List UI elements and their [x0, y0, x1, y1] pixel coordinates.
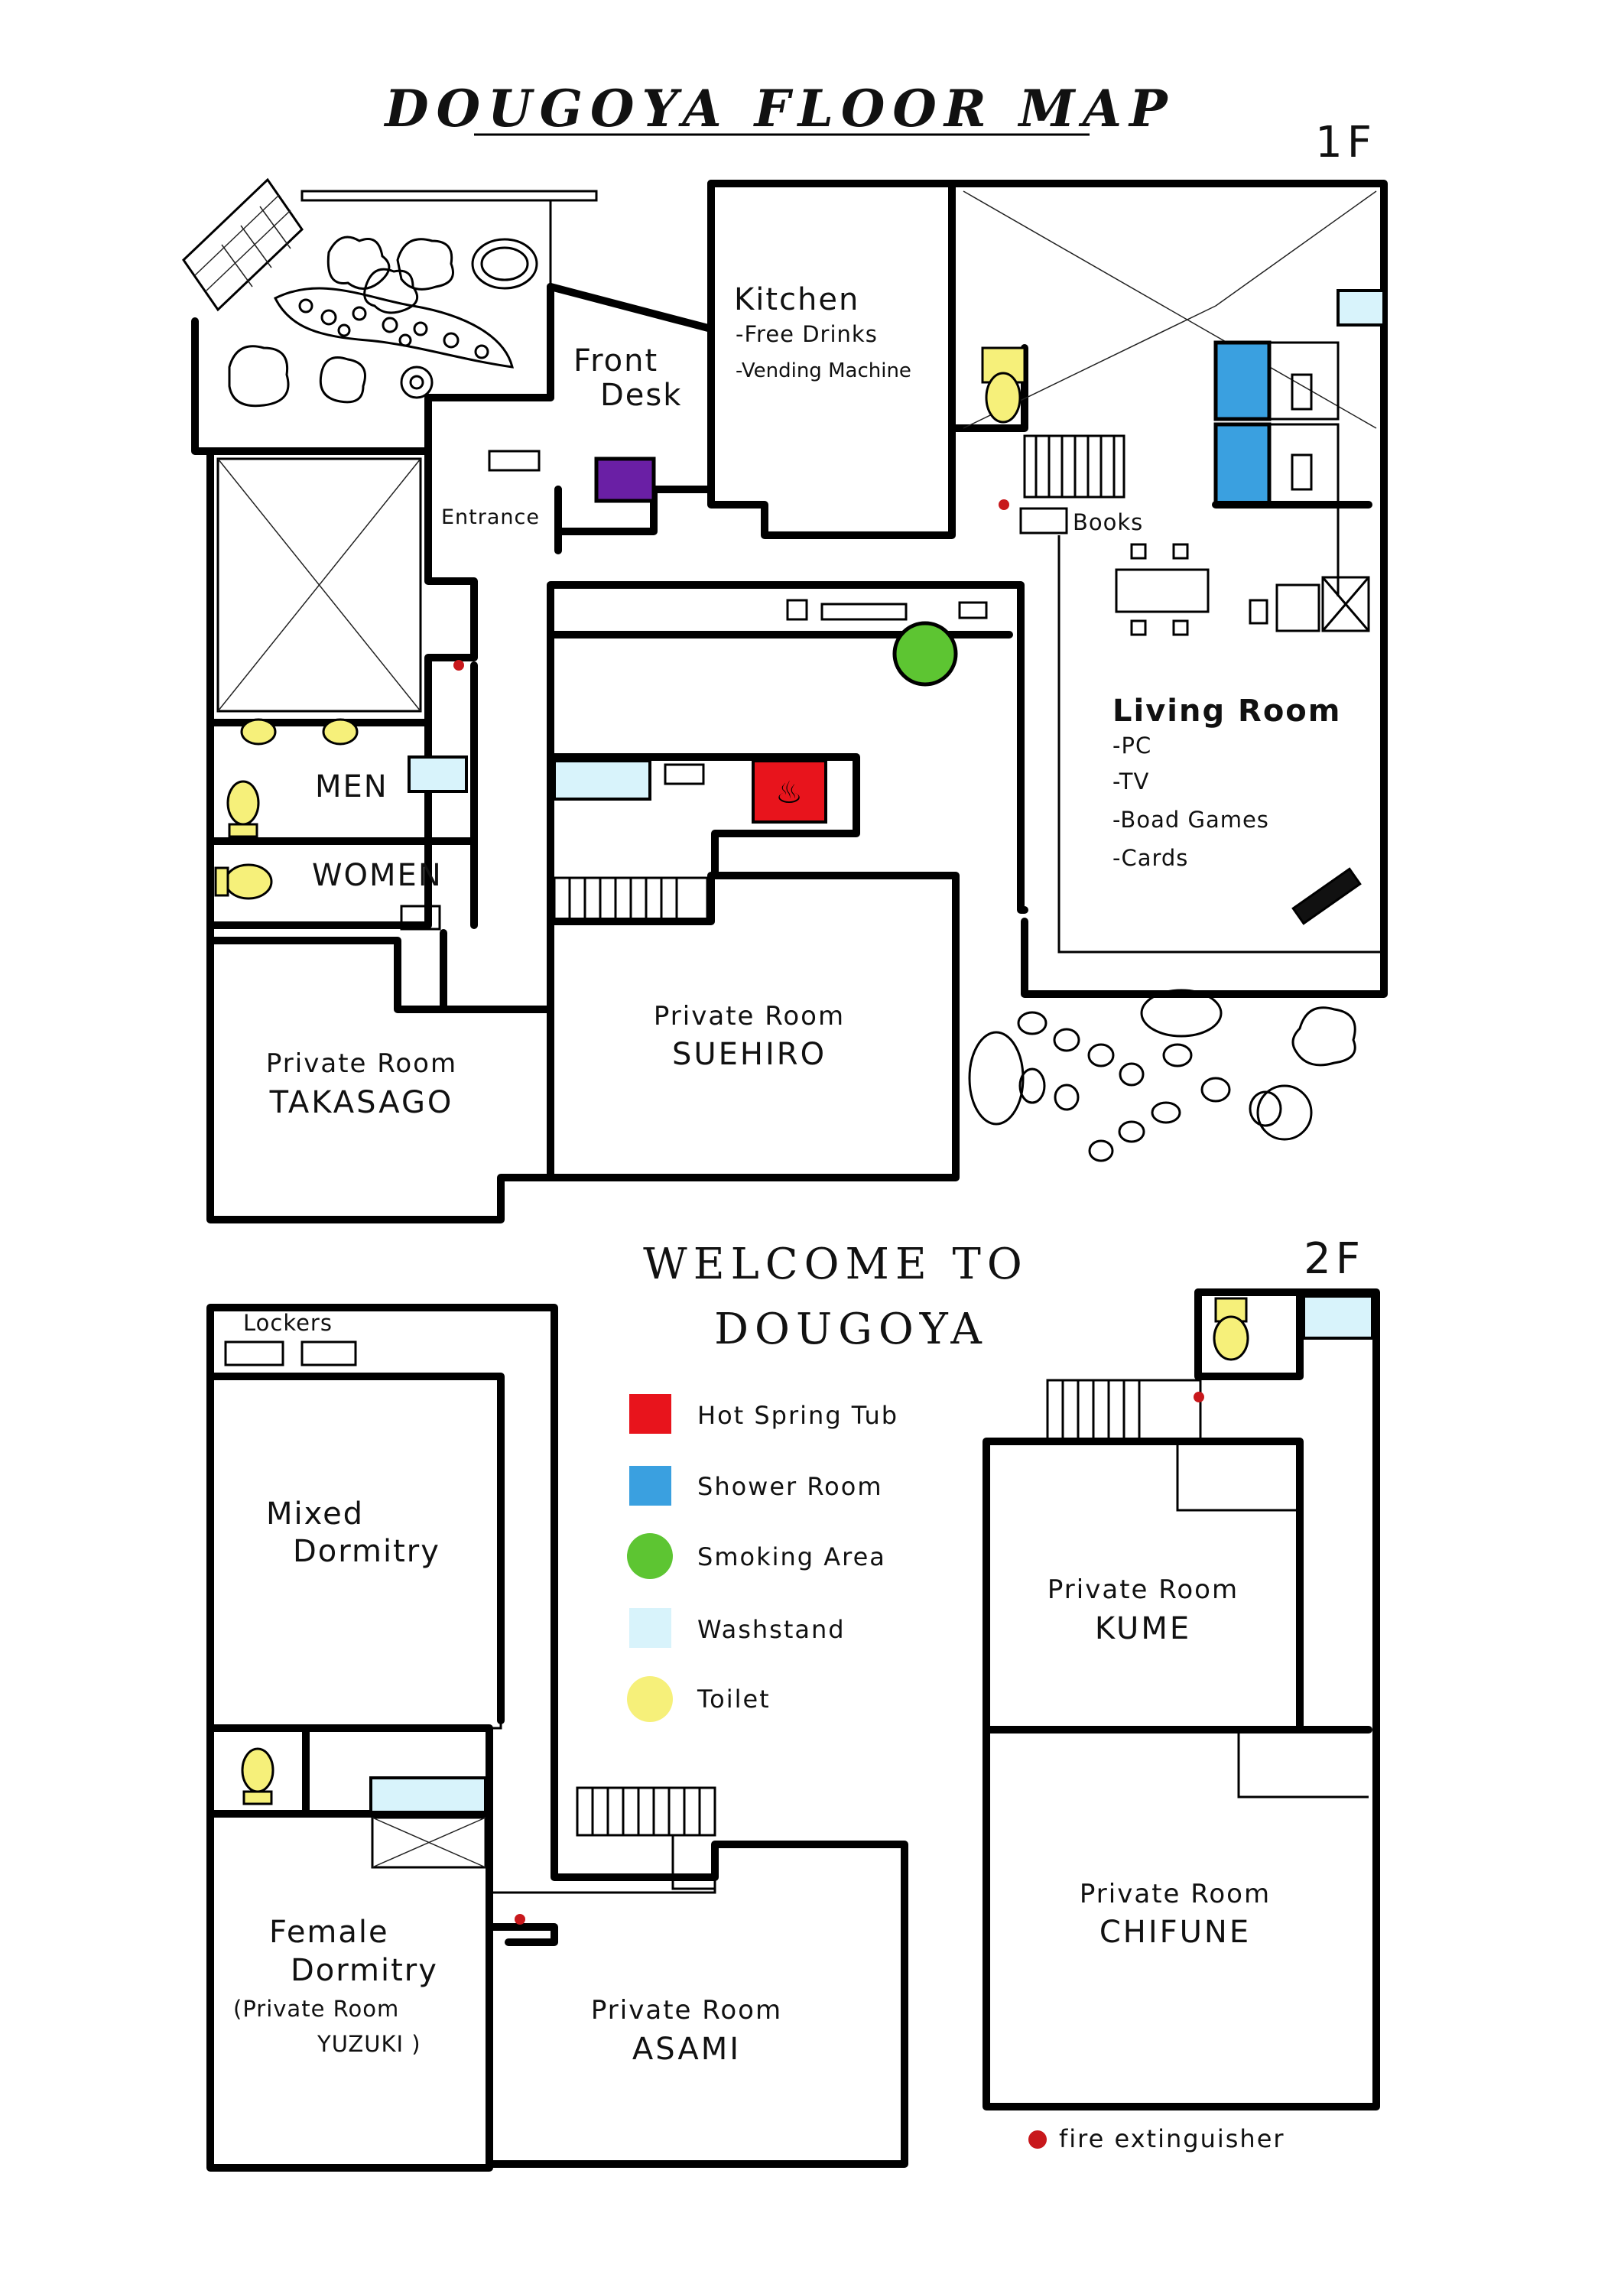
- room-type-label: Private Room: [1080, 1879, 1271, 1909]
- legend-label: Hot Spring Tub: [697, 1401, 898, 1430]
- legend-label: Smoking Area: [697, 1542, 886, 1571]
- lockers-label: Lockers: [243, 1310, 333, 1336]
- legend: Hot Spring Tub Shower Room Smoking Area …: [627, 1394, 898, 1722]
- room-kume-label: KUME: [1095, 1611, 1191, 1646]
- mixed-dormitory-label: Dormitry: [293, 1534, 440, 1569]
- shower-icon: [1213, 422, 1272, 507]
- entrance-label: Entrance: [441, 505, 540, 529]
- women-label: WOMEN: [312, 858, 443, 893]
- pc-icon: [1275, 583, 1320, 632]
- floor-2f-left-walls: [206, 1304, 908, 2172]
- front-desk-label: Desk: [600, 378, 682, 413]
- garden-bridge-icon: [182, 177, 304, 312]
- vending-machine-icon: [594, 457, 656, 503]
- room-type-label: Private Room: [1047, 1574, 1239, 1605]
- shower-icon: [1213, 340, 1272, 421]
- table-icon: [1115, 568, 1210, 613]
- fire-extinguisher-legend-label: fire extinguisher: [1059, 2124, 1285, 2153]
- welcome-line: WELCOME TO: [643, 1240, 1028, 1289]
- garden-stream-icon: [273, 287, 514, 369]
- legend-label: Shower Room: [697, 1472, 882, 1501]
- floor-2f-label: 2F: [1304, 1234, 1365, 1284]
- fire-extinguisher-marker: [1194, 1392, 1204, 1402]
- legend-swatch-hot-spring-tub: [629, 1394, 671, 1434]
- garden-stone-icon: [1256, 1084, 1313, 1141]
- washstand-icon: [408, 755, 468, 793]
- room-asami-label: ASAMI: [632, 2032, 741, 2067]
- garden-tree-icon: [1291, 1006, 1356, 1067]
- toilets-1f: [214, 346, 1026, 900]
- garden-tree-icon: [228, 236, 454, 408]
- onsen-symbol-icon: ♨: [775, 775, 803, 811]
- kitchen-label: Kitchen: [734, 282, 859, 317]
- legend-label: Washstand: [697, 1615, 846, 1644]
- kitchen-item: -Vending Machine: [736, 359, 911, 382]
- void-area-2f: [371, 1816, 487, 1869]
- fire-extinguisher-legend-dot: [1028, 2130, 1047, 2149]
- room-type-label: Private Room: [266, 1048, 457, 1079]
- map-title: DOUGOYA FLOOR MAP: [383, 79, 1174, 138]
- toilet-icon: [240, 718, 277, 746]
- legend-label: Toilet: [697, 1685, 771, 1714]
- floor-1f-walls: [206, 180, 1388, 1223]
- garden-lantern-icon: [400, 366, 434, 399]
- female-dormitory-label: Female: [269, 1915, 389, 1950]
- toilet-icon: [1213, 1297, 1249, 1361]
- fire-extinguisher-marker: [453, 660, 464, 671]
- bath-fixtures: [488, 450, 988, 785]
- living-room-item: -PC: [1112, 733, 1151, 759]
- fire-extinguisher-marker: [999, 499, 1009, 510]
- living-room-item: -TV: [1112, 768, 1149, 794]
- living-room-item: -Cards: [1112, 845, 1188, 871]
- legend-swatch-washstand: [629, 1608, 671, 1648]
- room-chifune-label: CHIFUNE: [1099, 1915, 1251, 1950]
- stairs-1f: [553, 434, 1125, 924]
- legend-swatch-shower-room: [629, 1466, 671, 1506]
- tv-icon: [1291, 867, 1362, 925]
- garden-pond-icon: [471, 238, 538, 290]
- mixed-dormitory-label: Mixed: [266, 1496, 364, 1532]
- hot-spring-tub-icon: [752, 759, 827, 824]
- washstand-icon: [553, 759, 651, 801]
- female-dormitory-label: Dormitry: [291, 1953, 438, 1988]
- toilet-icon: [226, 780, 260, 838]
- washstands-1f: [400, 755, 651, 931]
- welcome-line: DOUGOYA: [714, 1305, 988, 1354]
- smoking-area-icon: [892, 621, 958, 687]
- front-desk-label: Front: [573, 343, 658, 379]
- toilet-icon: [322, 718, 359, 746]
- floor-1f-label: 1F: [1315, 118, 1376, 167]
- shower-room-1f: [1212, 289, 1385, 596]
- legend-swatch-smoking-area: [627, 1533, 673, 1579]
- toilet-icon: [214, 863, 273, 900]
- kitchen-item: -Free Drinks: [736, 321, 878, 347]
- lockers: [224, 1340, 357, 1366]
- men-label: MEN: [315, 769, 388, 804]
- stepping-stones: [968, 989, 1282, 1162]
- floor-2f-right-walls: [983, 1288, 1380, 2110]
- garden-area: [182, 177, 598, 455]
- room-type-label: Private Room: [591, 1995, 782, 2026]
- washstand-icon: [369, 1776, 487, 1814]
- stairs-2f: [576, 1786, 716, 1890]
- room-suehiro-label: SUEHIRO: [672, 1037, 827, 1072]
- toilet-icon: [981, 346, 1026, 424]
- room-type-label: Private Room: [654, 1001, 845, 1032]
- living-room-item: -Boad Games: [1112, 807, 1269, 833]
- living-room-furniture: [1019, 507, 1370, 925]
- washstand-icon: [1337, 289, 1385, 327]
- bookshelf-icon: [1019, 507, 1068, 535]
- room-yuzuki-label: YUZUKI ): [317, 2031, 421, 2057]
- void-area-1f: [216, 190, 1377, 713]
- room-takasago-label: TAKASAGO: [269, 1085, 454, 1120]
- stairs-2f-right: [1046, 1379, 1202, 1443]
- washstand-icon: [1302, 1295, 1374, 1340]
- books-label: Books: [1073, 509, 1143, 535]
- fire-extinguisher-marker: [515, 1914, 525, 1925]
- toilet-icon: [241, 1747, 274, 1805]
- female-dormitory-label: (Private Room: [233, 1996, 399, 2022]
- legend-swatch-toilet: [627, 1676, 673, 1722]
- living-room-label: Living Room: [1112, 694, 1341, 729]
